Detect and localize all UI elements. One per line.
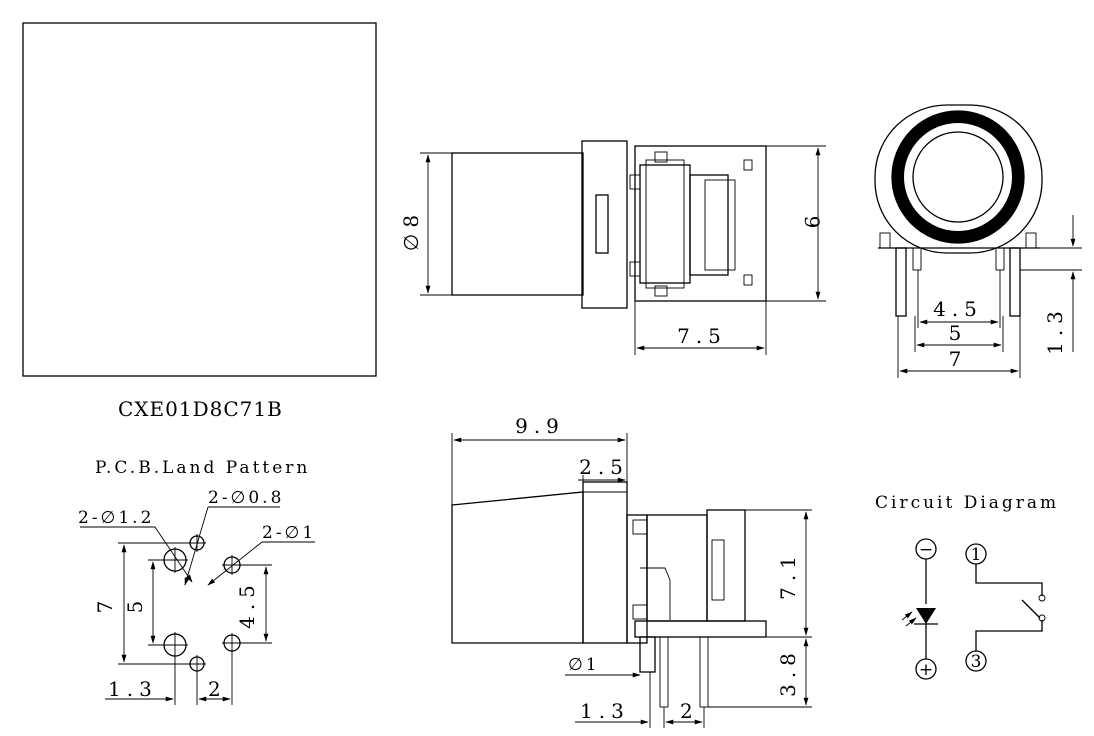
front-width-label: 7 — [949, 347, 968, 371]
bottom-offset1-label: 1.3 — [580, 699, 630, 723]
bottom-cap-label: 2.5 — [579, 455, 629, 479]
switch-pin3-label: 3 — [971, 652, 982, 672]
pcb-hole-c-label: 2-∅1 — [262, 523, 316, 543]
side-view — [420, 140, 826, 355]
front-pitch-mid-label: 5 — [949, 321, 968, 345]
bottom-overall-label: 9.9 — [515, 414, 565, 438]
pcb-height45-label: 4.5 — [235, 579, 259, 629]
bottom-view — [451, 433, 812, 728]
side-length-label: 7.5 — [677, 324, 727, 348]
front-offset-label: 1.3 — [1043, 305, 1067, 355]
front-pitch-inner-label: 4.5 — [933, 297, 983, 321]
circuit-diagram — [901, 538, 1046, 680]
bottom-body-label: 7.1 — [776, 550, 800, 600]
pcb-pattern — [80, 506, 315, 705]
pcb-height5-label: 5 — [123, 595, 147, 614]
pcb-hole-b-label: 2-∅0.8 — [208, 488, 284, 508]
side-height-label: 9 — [800, 216, 824, 235]
circuit-title: Circuit Diagram — [875, 493, 1059, 513]
led-negative-label: − — [919, 540, 933, 560]
pcb-offset2-label: 2 — [208, 677, 227, 701]
switch-pin1-label: 1 — [971, 545, 982, 565]
pcb-offset13-label: 1.3 — [108, 677, 158, 701]
led-positive-label: + — [919, 660, 933, 680]
bottom-pin-diameter-label: ∅1 — [568, 655, 600, 675]
pcb-title: P.C.B.Land Pattern — [95, 458, 310, 478]
product-image-frame — [22, 22, 377, 377]
pcb-hole-a-label: 2-∅1.2 — [78, 508, 154, 528]
side-diameter-label: ∅8 — [399, 209, 423, 251]
bottom-offset2-label: 2 — [680, 699, 699, 723]
pcb-height7-label: 7 — [93, 595, 117, 614]
bottom-pin-length-label: 3.8 — [776, 647, 800, 697]
front-view — [874, 104, 1082, 378]
part-number-label: CXE01D8C71B — [118, 397, 283, 421]
